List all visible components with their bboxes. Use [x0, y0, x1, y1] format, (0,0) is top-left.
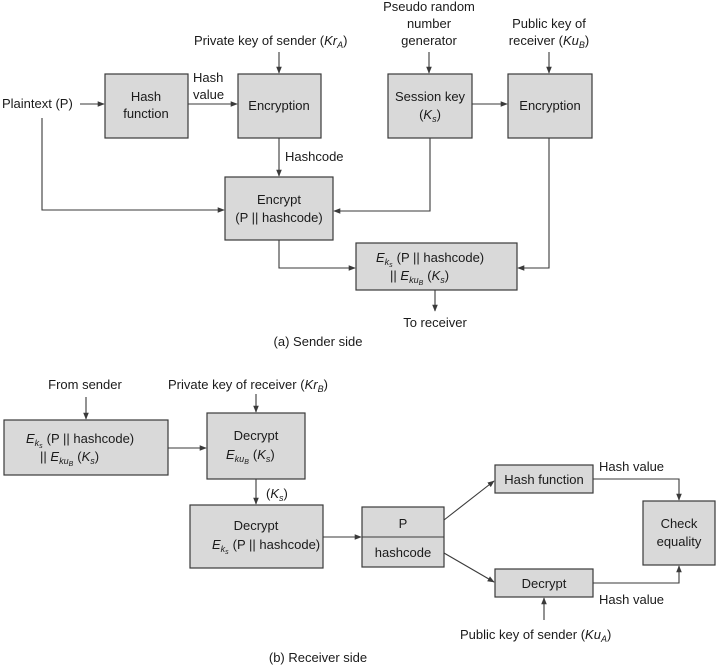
arrow-decrypt3-to-check — [593, 565, 682, 584]
ks-label: (Ks) — [266, 486, 288, 503]
hash-value-label-line2: value — [193, 87, 224, 102]
decrypt-box-1 — [206, 412, 306, 480]
arrow-encrypt-to-output — [278, 240, 356, 271]
hash-function-line2: function — [123, 106, 169, 121]
arrow-encryption2-to-output — [517, 138, 550, 271]
session-key-label: Session key — [395, 89, 466, 104]
public-key-sender-label: Public key of sender (KuA) — [460, 627, 611, 644]
receiver-caption: (b) Receiver side — [269, 650, 367, 665]
arrow-hashfunction-to-check — [593, 478, 682, 501]
plaintext-label: Plaintext (P) — [2, 96, 73, 111]
encrypt-box-line2: (P || hashcode) — [235, 210, 322, 225]
decrypt-1-label: Decrypt — [234, 428, 279, 443]
output-line2: || EkuB(Ks) — [390, 268, 449, 287]
receiver-input-box — [3, 419, 169, 476]
private-key-sender-label: Private key of sender (KrA) — [194, 33, 347, 50]
output-box — [355, 242, 518, 291]
receiver-hash-function-box — [494, 464, 594, 494]
public-key-receiver-line2: receiver (KuB) — [509, 33, 589, 50]
receiver-side: From sender Eks(P || hashcode) || EkuB(K… — [3, 377, 716, 665]
decrypt-box-3 — [494, 568, 594, 598]
arrow-p-to-hashfunction — [443, 480, 495, 521]
p-cell: P — [399, 516, 408, 531]
hash-value-top-label: Hash value — [599, 459, 664, 474]
public-key-receiver-line1: Public key of — [512, 16, 586, 31]
encrypt-box — [224, 176, 334, 241]
arrow-hashcode-to-decrypt3 — [443, 552, 495, 583]
session-key-box — [387, 73, 473, 139]
private-key-receiver-label: Private key of receiver (KrB) — [168, 377, 328, 394]
arrow-plaintext-to-encrypt — [41, 118, 225, 213]
encryption-box-2 — [507, 73, 593, 139]
encryption-box-1 — [237, 73, 322, 139]
output-line1: Eks(P || hashcode) — [376, 250, 484, 269]
hashcode-cell: hashcode — [375, 545, 431, 560]
encrypt-box-line1: Encrypt — [257, 192, 301, 207]
receiver-input-line1: Eks(P || hashcode) — [26, 431, 134, 450]
sender-side: Plaintext (P) Hash function Hash value P… — [2, 0, 593, 349]
hash-value-label-line1: Hash — [193, 70, 223, 85]
prng-label-line2: number — [407, 16, 452, 31]
arrow-sessionkey-to-encrypt — [333, 138, 431, 214]
hash-function-line1: Hash — [131, 89, 161, 104]
session-key-symbol: (Ks) — [419, 107, 441, 124]
decrypt-1-formula: EkuB(Ks) — [226, 447, 275, 466]
hash-function-box — [104, 73, 189, 139]
encryption-1-label: Encryption — [248, 98, 309, 113]
decrypt-box-2 — [189, 504, 324, 569]
prng-label-line3: generator — [401, 33, 457, 48]
from-sender-label: From sender — [48, 377, 122, 392]
decrypt-2-label: Decrypt — [234, 518, 279, 533]
encryption-2-label: Encryption — [519, 98, 580, 113]
decrypt-2-formula: Eks(P || hashcode) — [212, 537, 320, 556]
receiver-input-line2: || EkuB(Ks) — [40, 449, 99, 468]
hash-value-bottom-label: Hash value — [599, 592, 664, 607]
check-equality-box — [642, 500, 716, 566]
decrypt-3-label: Decrypt — [522, 576, 567, 591]
hashcode-label: Hashcode — [285, 149, 344, 164]
receiver-hash-function-label: Hash function — [504, 472, 584, 487]
to-receiver-label: To receiver — [403, 315, 467, 330]
check-equality-line2: equality — [657, 534, 702, 549]
sender-caption: (a) Sender side — [274, 334, 363, 349]
prng-label-line1: Pseudo random — [383, 0, 475, 14]
check-equality-line1: Check — [661, 516, 698, 531]
